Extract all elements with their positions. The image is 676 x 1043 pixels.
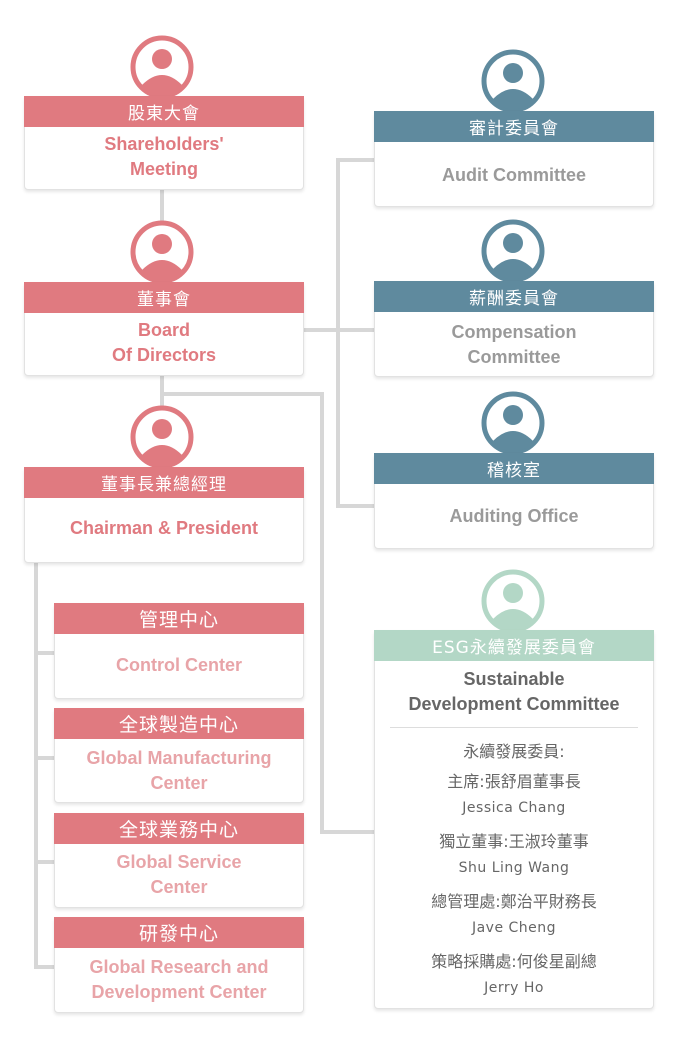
- center-manufacturing-title-en-2: Center: [150, 773, 208, 793]
- center-research-title-en-1: Global Research and: [89, 957, 269, 977]
- person-icon: [130, 405, 194, 469]
- connector-shareholders-board: [160, 190, 164, 222]
- center-manufacturing-title-en-1: Global Manufacturing: [86, 748, 272, 768]
- center-service-title-zh: 全球業務中心: [54, 813, 304, 844]
- connector-esg: [320, 830, 374, 834]
- board-title-en-1: Board: [137, 320, 190, 340]
- connector-audit: [336, 158, 374, 162]
- shareholders-title-en-1: Shareholders': [104, 134, 224, 154]
- esg-member-en: Jerry Ho: [484, 980, 544, 996]
- esg-members-title: 永續發展委員:: [463, 742, 565, 761]
- shareholders-title-en-2: Meeting: [129, 159, 198, 179]
- connector-committees-vertical: [336, 158, 340, 508]
- compensation-title-zh: 薪酬委員會: [374, 281, 654, 312]
- shareholders-title-zh: 股東大會: [24, 96, 304, 127]
- chairman-title-en: Chairman & President: [69, 518, 259, 538]
- connector-board-right: [304, 328, 338, 332]
- connector-board-esg-horizontal: [160, 392, 324, 396]
- center-manufacturing-title-zh: 全球製造中心: [54, 708, 304, 739]
- auditing-office-title-zh: 稽核室: [374, 453, 654, 484]
- connector-center-4: [34, 965, 54, 969]
- person-icon: [481, 391, 545, 455]
- connector-auditing-office: [336, 504, 374, 508]
- connector-board-chairman: [160, 376, 164, 406]
- connector-board-esg-vertical: [320, 392, 324, 832]
- auditing-office-title-en: Auditing Office: [449, 506, 579, 526]
- audit-title-zh: 審計委員會: [374, 111, 654, 142]
- esg-member-zh: 獨立董事:王淑玲董事: [439, 832, 589, 851]
- person-icon: [481, 569, 545, 633]
- board-title-zh: 董事會: [24, 282, 304, 313]
- connector-centers-vertical: [34, 562, 38, 968]
- esg-member-zh: 主席:張舒眉董事長: [447, 772, 581, 791]
- esg-member-zh: 策略採購處:何俊星副總: [431, 952, 597, 971]
- esg-member-en: Jave Cheng: [471, 920, 557, 936]
- esg-title-en-1: Sustainable: [463, 669, 565, 689]
- esg-divider: [390, 727, 638, 728]
- audit-title-en: Audit Committee: [442, 165, 586, 185]
- person-icon: [130, 220, 194, 284]
- center-research-title-en-2: Development Center: [91, 982, 267, 1002]
- person-icon: [130, 35, 194, 99]
- esg-member-zh: 總管理處:鄭治平財務長: [431, 892, 597, 911]
- center-control-title-en: Control Center: [116, 655, 242, 675]
- compensation-title-en-2: Committee: [467, 347, 561, 367]
- connector-center-1: [34, 651, 54, 655]
- center-research-title-zh: 研發中心: [54, 917, 304, 948]
- person-icon: [481, 219, 545, 283]
- esg-members: 永續發展委員: 主席:張舒眉董事長 Jessica Chang 獨立董事:王淑玲…: [374, 738, 654, 1003]
- connector-center-3: [34, 860, 54, 864]
- connector-compensation: [336, 328, 374, 332]
- board-title-en-2: Of Directors: [111, 345, 217, 365]
- esg-title-en-2: Development Committee: [408, 694, 620, 714]
- center-service-title-en-1: Global Service: [116, 852, 242, 872]
- compensation-title-en-1: Compensation: [451, 322, 577, 342]
- esg-member-en: Shu Ling Wang: [458, 860, 570, 876]
- esg-member-en: Jessica Chang: [462, 800, 566, 816]
- person-icon: [481, 49, 545, 113]
- center-control-title-zh: 管理中心: [54, 603, 304, 634]
- center-service-title-en-2: Center: [150, 877, 208, 897]
- esg-title-zh: ESG永續發展委員會: [374, 630, 654, 661]
- chairman-title-zh: 董事長兼總經理: [24, 467, 304, 498]
- connector-center-2: [34, 756, 54, 760]
